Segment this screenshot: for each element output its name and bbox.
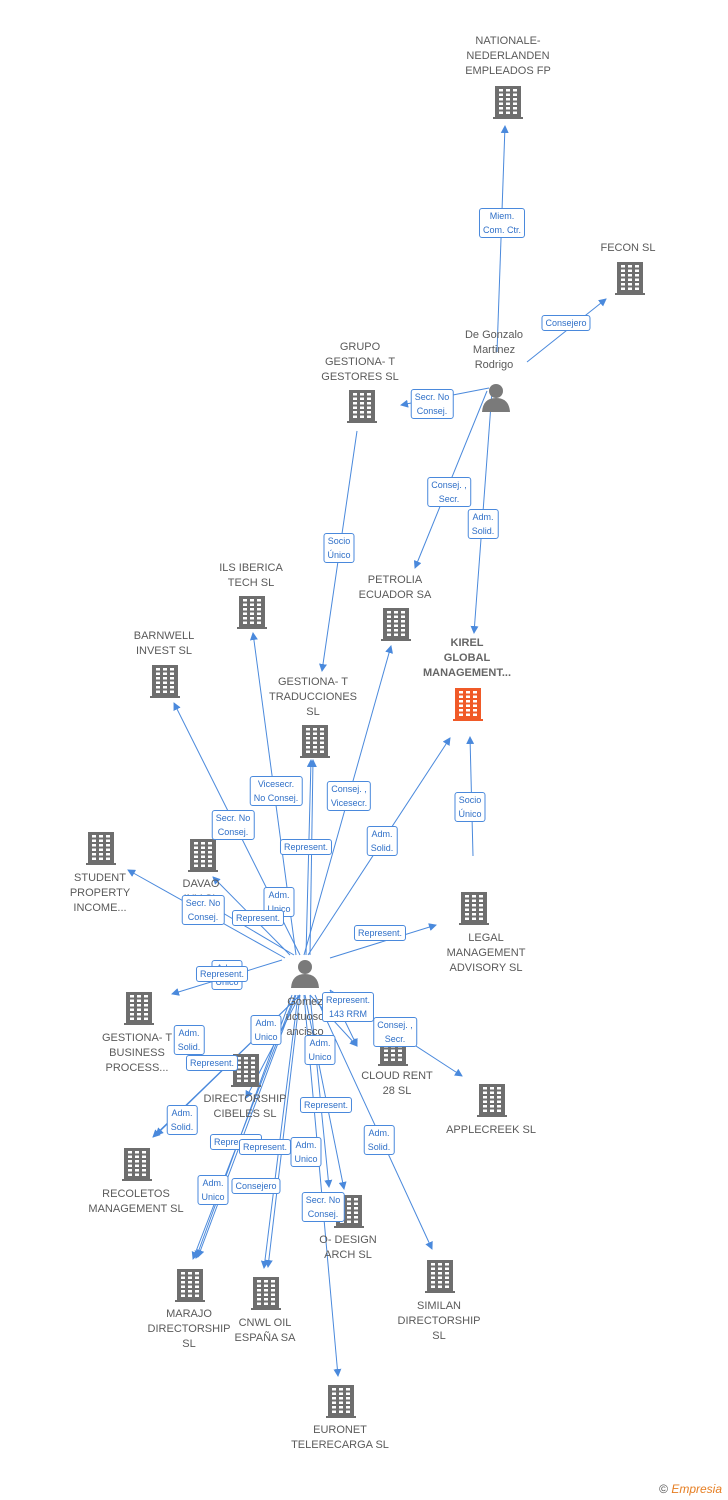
building-icon[interactable]: [493, 86, 523, 119]
building-icon[interactable]: [425, 1260, 455, 1293]
relation-label: Adm. Unico: [250, 1015, 282, 1045]
node-label-applecreek[interactable]: APPLECREEK SL: [446, 1124, 536, 1136]
relation-label: Consejero: [541, 315, 591, 331]
node-label-student[interactable]: STUDENT PROPERTY INCOME...: [69, 872, 131, 914]
building-icon[interactable]: [615, 262, 645, 295]
relation-label: Adm. Solid.: [173, 1025, 205, 1055]
node-label-cloudrent[interactable]: CLOUD RENT 28 SL: [361, 1070, 433, 1097]
relation-label: Represent.: [279, 839, 333, 855]
node-label-gomez[interactable]: Gomez uctuoso ancisco: [285, 996, 325, 1038]
node-label-marajo[interactable]: MARAJO DIRECTORSHIP SL: [147, 1308, 231, 1350]
person-icon[interactable]: [291, 960, 319, 988]
node-label-directorship[interactable]: DIRECTORSHIP CIBELES SL: [203, 1093, 287, 1120]
relation-edge: [210, 905, 295, 956]
building-icon[interactable]: [150, 665, 180, 698]
relation-edge: [264, 994, 301, 1268]
building-icon[interactable]: [326, 1385, 356, 1418]
relation-edge: [260, 994, 299, 1269]
building-icon[interactable]: [188, 839, 218, 872]
node-label-business[interactable]: GESTIONA- T BUSINESS PROCESS...: [101, 1032, 173, 1074]
node-label-cnwl[interactable]: CNWL OIL ESPAÑA SA: [234, 1317, 296, 1344]
building-icon[interactable]: [124, 992, 154, 1025]
node-label-euronet[interactable]: EURONET TELERECARGA SL: [291, 1424, 389, 1451]
building-icon[interactable]: [251, 1277, 281, 1310]
building-icon[interactable]: [477, 1084, 507, 1117]
relation-label: Represent.: [299, 1097, 353, 1113]
relation-label: Secr. No Consej.: [301, 1192, 345, 1222]
relation-label: Secr. No Consej.: [410, 389, 454, 419]
relation-edge: [305, 759, 315, 956]
relation-label: Consej. , Vicesecr.: [326, 781, 372, 811]
footer-brand: © Empresia: [659, 1482, 722, 1496]
node-label-fecon[interactable]: FECON SL: [600, 242, 656, 254]
node-label-nationale[interactable]: NATIONALE- NEDERLANDEN EMPLEADOS FP: [465, 35, 551, 77]
node-label-odesign[interactable]: O- DESIGN ARCH SL: [319, 1234, 377, 1261]
relation-edge: [304, 994, 347, 1190]
building-icon[interactable]: [122, 1148, 152, 1181]
relation-label: Adm. Unico: [197, 1175, 229, 1205]
relation-edge: [308, 759, 317, 956]
node-label-ils[interactable]: ILS IBERICA TECH SL: [219, 562, 283, 589]
node-label-traducciones[interactable]: GESTIONA- T TRADUCCIONES SL: [268, 676, 358, 718]
relation-label: Adm. Solid.: [366, 826, 398, 856]
building-icon[interactable]: [381, 608, 411, 641]
relation-label: Adm. Unico: [304, 1035, 336, 1065]
node-label-barnwell[interactable]: BARNWELL INVEST SL: [133, 630, 195, 657]
brand-name: Empresia: [671, 1482, 722, 1496]
relation-label: Represent.: [195, 966, 249, 982]
building-icon[interactable]: [175, 1269, 205, 1302]
relation-label: Vicesecr. No Consej.: [249, 776, 303, 806]
relation-label: Adm. Solid.: [166, 1105, 198, 1135]
node-label-petrolia[interactable]: PETROLIA ECUADOR SA: [358, 574, 432, 601]
relation-label: Represent.: [231, 910, 285, 926]
relation-label: Miem. Com. Ctr.: [478, 208, 526, 238]
node-label-legal[interactable]: LEGAL MANAGEMENT ADVISORY SL: [446, 932, 526, 974]
node-label-kirel[interactable]: KIREL GLOBAL MANAGEMENT...: [423, 637, 511, 679]
copyright-symbol: ©: [659, 1482, 668, 1496]
building-icon[interactable]: [459, 892, 489, 925]
building-icon[interactable]: [300, 725, 330, 758]
relation-label: Represent. 143 RRM: [321, 992, 375, 1022]
building-icon[interactable]: [86, 832, 116, 865]
building-icon[interactable]: [237, 596, 267, 629]
node-label-recoletos[interactable]: RECOLETOS MANAGEMENT SL: [88, 1188, 184, 1215]
node-label-similan[interactable]: SIMILAN DIRECTORSHIP SL: [397, 1300, 481, 1342]
relation-label: Socio Único: [323, 533, 355, 563]
person-icon[interactable]: [482, 384, 510, 412]
relation-label: Consej. , Secr.: [427, 477, 471, 507]
relation-label: Represent.: [353, 925, 407, 941]
relation-edge: [309, 994, 333, 1188]
relation-label: Adm. Solid.: [363, 1125, 395, 1155]
relation-edge: [329, 923, 437, 959]
node-label-degonzalo[interactable]: De Gonzalo Martinez Rodrigo: [464, 329, 524, 371]
relation-label: Consej. , Secr.: [373, 1017, 417, 1047]
relation-label: Adm. Unico: [290, 1137, 322, 1167]
node-label-grupo[interactable]: GRUPO GESTIONA- T GESTORES SL: [321, 341, 399, 383]
relation-edge: [496, 125, 509, 353]
relation-label: Socio Único: [454, 792, 486, 822]
relation-label: Adm. Solid.: [467, 509, 499, 539]
relation-label: Secr. No Consej.: [181, 895, 225, 925]
building-icon[interactable]: [347, 390, 377, 423]
relation-label: Represent.: [185, 1055, 239, 1071]
relation-label: Secr. No Consej.: [211, 810, 255, 840]
relation-label: Represent.: [238, 1139, 292, 1155]
relation-label: Consejero: [231, 1178, 281, 1194]
building-icon[interactable]: [453, 688, 483, 721]
